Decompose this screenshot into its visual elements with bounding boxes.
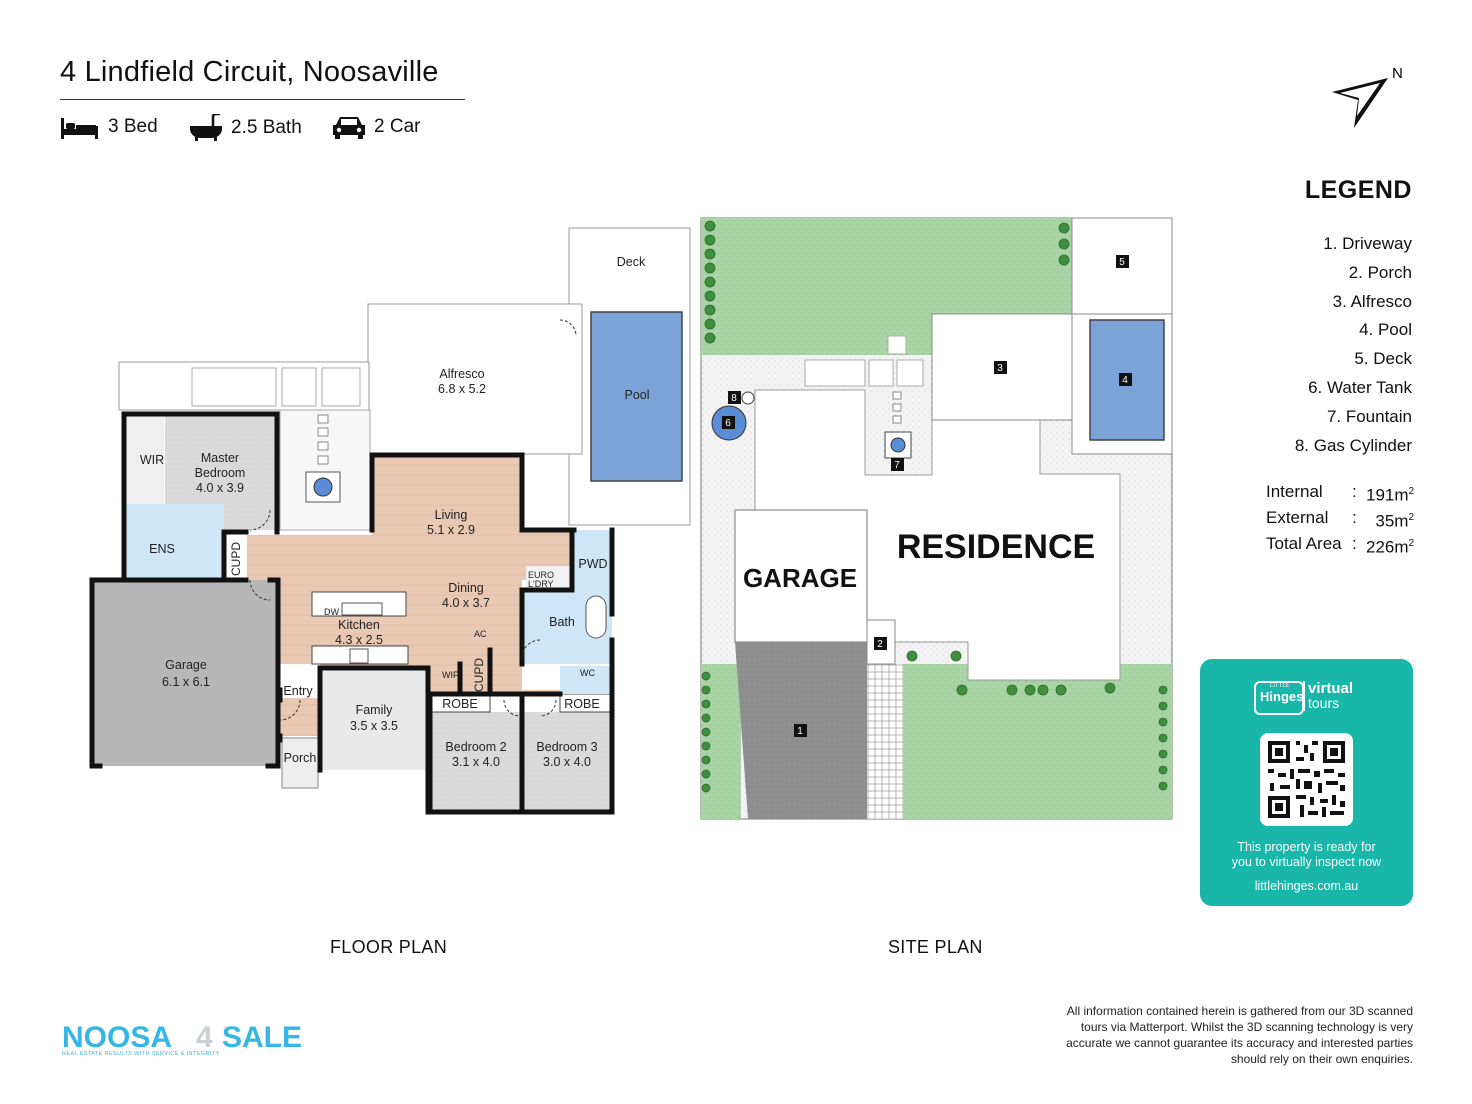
fp-label-wc: WC [580, 668, 595, 678]
fp-label-kitchen: Kitchen [338, 618, 380, 632]
fp-dim-garage: 6.1 x 6.1 [162, 675, 210, 689]
sp-marker-3: 3 [997, 363, 1003, 374]
fp-pool [590, 311, 683, 482]
vt-text-1: This property is ready for [1237, 840, 1376, 854]
sp-label-garage: GARAGE [743, 563, 857, 593]
legend-list: 1. Driveway 2. Porch 3. Alfresco 4. Pool… [1295, 230, 1412, 460]
fp-label-bath: Bath [549, 615, 575, 629]
floor-plan-caption: FLOOR PLAN [330, 937, 448, 957]
fp-dim-bed3: 3.0 x 4.0 [543, 755, 591, 769]
fp-label-ac: AC [474, 629, 487, 639]
legend-title: LEGEND [1304, 176, 1412, 204]
fp-label-pool: Pool [624, 388, 649, 402]
sp-gas-cylinder [741, 391, 755, 405]
fp-label-alfresco: Alfresco [439, 367, 484, 381]
fp-label-euro: EURO [528, 570, 554, 580]
vt-url[interactable]: littlehinges.com.au [1254, 879, 1359, 893]
fp-dim-family: 3.5 x 3.5 [350, 719, 398, 733]
logo-right-text: SALE [222, 1021, 303, 1054]
legend-item: 7. Fountain [1326, 406, 1412, 426]
virtual-tour-card[interactable]: LITTLE Hinges virtual tours This propert… [1200, 659, 1413, 906]
logo-tagline: REAL ESTATE RESULTS WITH SERVICE & INTEG… [62, 1051, 220, 1057]
fp-label-master-2: Bedroom [195, 466, 246, 480]
feature-beds: 3 Bed [60, 114, 158, 140]
fp-dim-dining: 4.0 x 3.7 [442, 596, 490, 610]
fp-dim-bed2: 3.1 x 4.0 [452, 755, 500, 769]
sp-marker-8: 8 [731, 393, 737, 404]
vt-product-2: tours [1308, 695, 1340, 711]
fp-dim-master: 4.0 x 3.9 [196, 481, 244, 495]
legend-item: 4. Pool [1359, 320, 1412, 340]
legend-item: 8. Gas Cylinder [1294, 435, 1412, 455]
fp-label-bed2: Bedroom 2 [445, 740, 506, 754]
sp-marker-2: 2 [877, 639, 883, 650]
fp-dim-kitchen: 4.3 x 2.5 [335, 633, 383, 647]
legend-item: 6. Water Tank [1308, 377, 1412, 397]
site-plan: 1 2 3 4 5 6 7 8 GARAGE RESIDENCE [700, 217, 1173, 820]
cars-label: 2 Car [374, 116, 421, 137]
fp-label-living: Living [435, 508, 468, 522]
sp-fountain [890, 437, 906, 453]
bath-icon [189, 114, 223, 142]
fp-label-pwd: PWD [578, 557, 607, 571]
vt-product-1: virtual [1308, 680, 1354, 697]
fp-label-dw: DW [324, 607, 339, 617]
fp-label-deck: Deck [617, 255, 646, 269]
vt-brand-small: LITTLE [1270, 683, 1290, 689]
page-title: 4 Lindfield Circuit, Noosaville [60, 56, 439, 88]
feature-baths: 2.5 Bath [189, 114, 302, 142]
area-summary: Internal:191m2 External:35m2 Total Area:… [1266, 481, 1414, 559]
logo-4-icon: 4 [196, 1021, 213, 1054]
legend-item: 5. Deck [1354, 349, 1412, 369]
fp-label-cupd: CUPD [229, 542, 243, 576]
area-row-external: External:35m2 [1266, 508, 1414, 531]
fp-label-garage: Garage [165, 658, 207, 672]
disclaimer-text: All information contained herein is gath… [1066, 1004, 1413, 1066]
area-row-internal: Internal:191m2 [1266, 482, 1415, 505]
fp-garage-floor [92, 580, 278, 766]
title-divider [60, 99, 465, 100]
fp-label-wir: WIR [140, 453, 164, 467]
fp-label-wip: WIP [442, 670, 459, 680]
sp-marker-7: 7 [894, 460, 900, 471]
sp-marker-5: 5 [1119, 257, 1125, 268]
fp-label-ens: ENS [149, 542, 175, 556]
vt-text-2: you to virtually inspect now [1231, 855, 1382, 869]
sp-marker-6: 6 [725, 418, 731, 429]
compass-north-label: N [1392, 65, 1403, 82]
baths-label: 2.5 Bath [231, 117, 302, 138]
beds-label: 3 Bed [108, 116, 158, 137]
site-plan-caption: SITE PLAN [888, 937, 983, 957]
bed-icon [60, 114, 100, 140]
fp-label-master: Master [201, 451, 239, 465]
area-row-total: Total Area:226m2 [1266, 534, 1415, 557]
legend-item: 1. Driveway [1323, 234, 1412, 253]
fp-dim-alfresco: 6.8 x 5.2 [438, 382, 486, 396]
legend-item: 3. Alfresco [1332, 291, 1412, 311]
logo-left-text: NOOSA [62, 1021, 173, 1054]
sp-lawn-front [903, 664, 1172, 819]
fp-label-ldry: L'DRY [528, 579, 554, 589]
sp-label-residence: RESIDENCE [897, 528, 1095, 566]
sp-marker-1: 1 [797, 726, 803, 737]
fp-label-bed3: Bedroom 3 [536, 740, 597, 754]
north-arrow: N [1330, 64, 1410, 139]
sp-marker-4: 4 [1122, 375, 1128, 386]
car-icon [332, 114, 366, 140]
fp-label-robe-2: ROBE [564, 697, 599, 711]
vt-brand: Hinges [1260, 689, 1304, 704]
floor-plan: Deck Alfresco 6.8 x 5.2 Pool Master Bedr… [89, 227, 691, 815]
fp-label-dining: Dining [448, 581, 483, 595]
qr-code-icon[interactable] [1260, 733, 1353, 826]
fp-label-entry: Entry [283, 684, 313, 698]
fp-label-family: Family [356, 703, 394, 717]
feature-cars: 2 Car [332, 114, 420, 140]
legend-item: 2. Porch [1348, 262, 1412, 282]
fp-label-porch: Porch [284, 751, 317, 765]
fp-dim-living: 5.1 x 2.9 [427, 523, 475, 537]
fp-label-robe-1: ROBE [442, 697, 477, 711]
fp-label-cupd-2: CUPD [472, 658, 486, 692]
